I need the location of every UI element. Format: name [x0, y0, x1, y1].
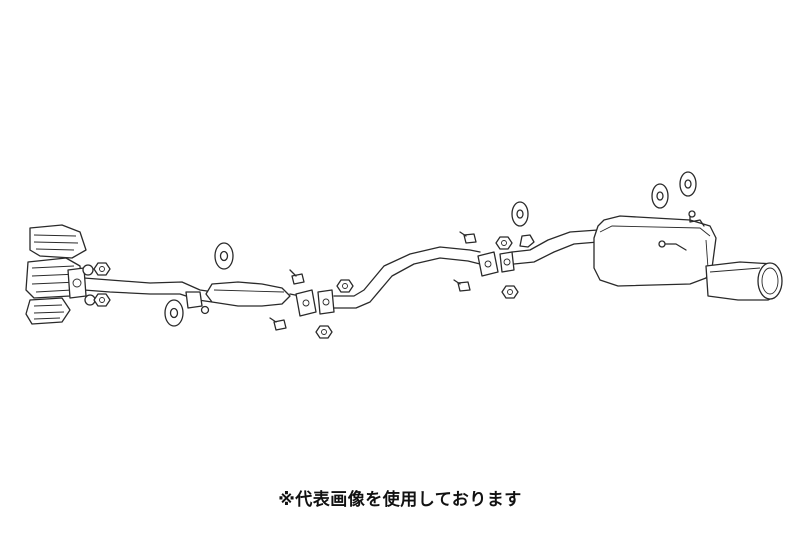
rear-pipe: [511, 229, 599, 265]
center-bolts: [269, 269, 354, 339]
catalytic-converter: [25, 224, 87, 325]
rear-flange: [477, 251, 515, 277]
front-pipe: [67, 267, 215, 303]
rubber-hanger-left: [164, 242, 234, 327]
mid-pipe: [333, 246, 481, 309]
caption-text: ※代表画像を使用しております: [278, 490, 522, 510]
rubber-hanger-rear: [511, 171, 697, 227]
exhaust-tip: [705, 261, 783, 301]
hanger-bracket: [185, 291, 210, 315]
rear-muffler: [593, 210, 717, 287]
rear-bolts: [453, 231, 535, 299]
front-hardware: [82, 262, 111, 307]
center-flange: [295, 289, 335, 317]
center-resonator: [205, 281, 301, 307]
